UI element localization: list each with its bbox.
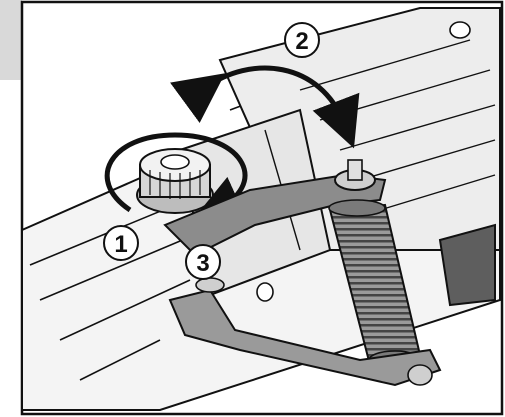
callout-3-label: 3 [196,250,209,277]
callout-3: 3 [185,244,221,280]
callout-1-label: 1 [114,231,127,258]
mount-block [438,223,496,307]
callout-2-label: 2 [295,28,308,55]
page-side-tab [0,0,22,80]
clamping-screw-knob [136,148,214,214]
callout-1: 1 [103,225,139,261]
loosen-screw-arrow [104,132,249,223]
callout-2: 2 [284,22,320,58]
lower-bracket [168,277,442,387]
handle-arm [163,159,387,257]
rotate-collar-arrow [170,65,360,149]
